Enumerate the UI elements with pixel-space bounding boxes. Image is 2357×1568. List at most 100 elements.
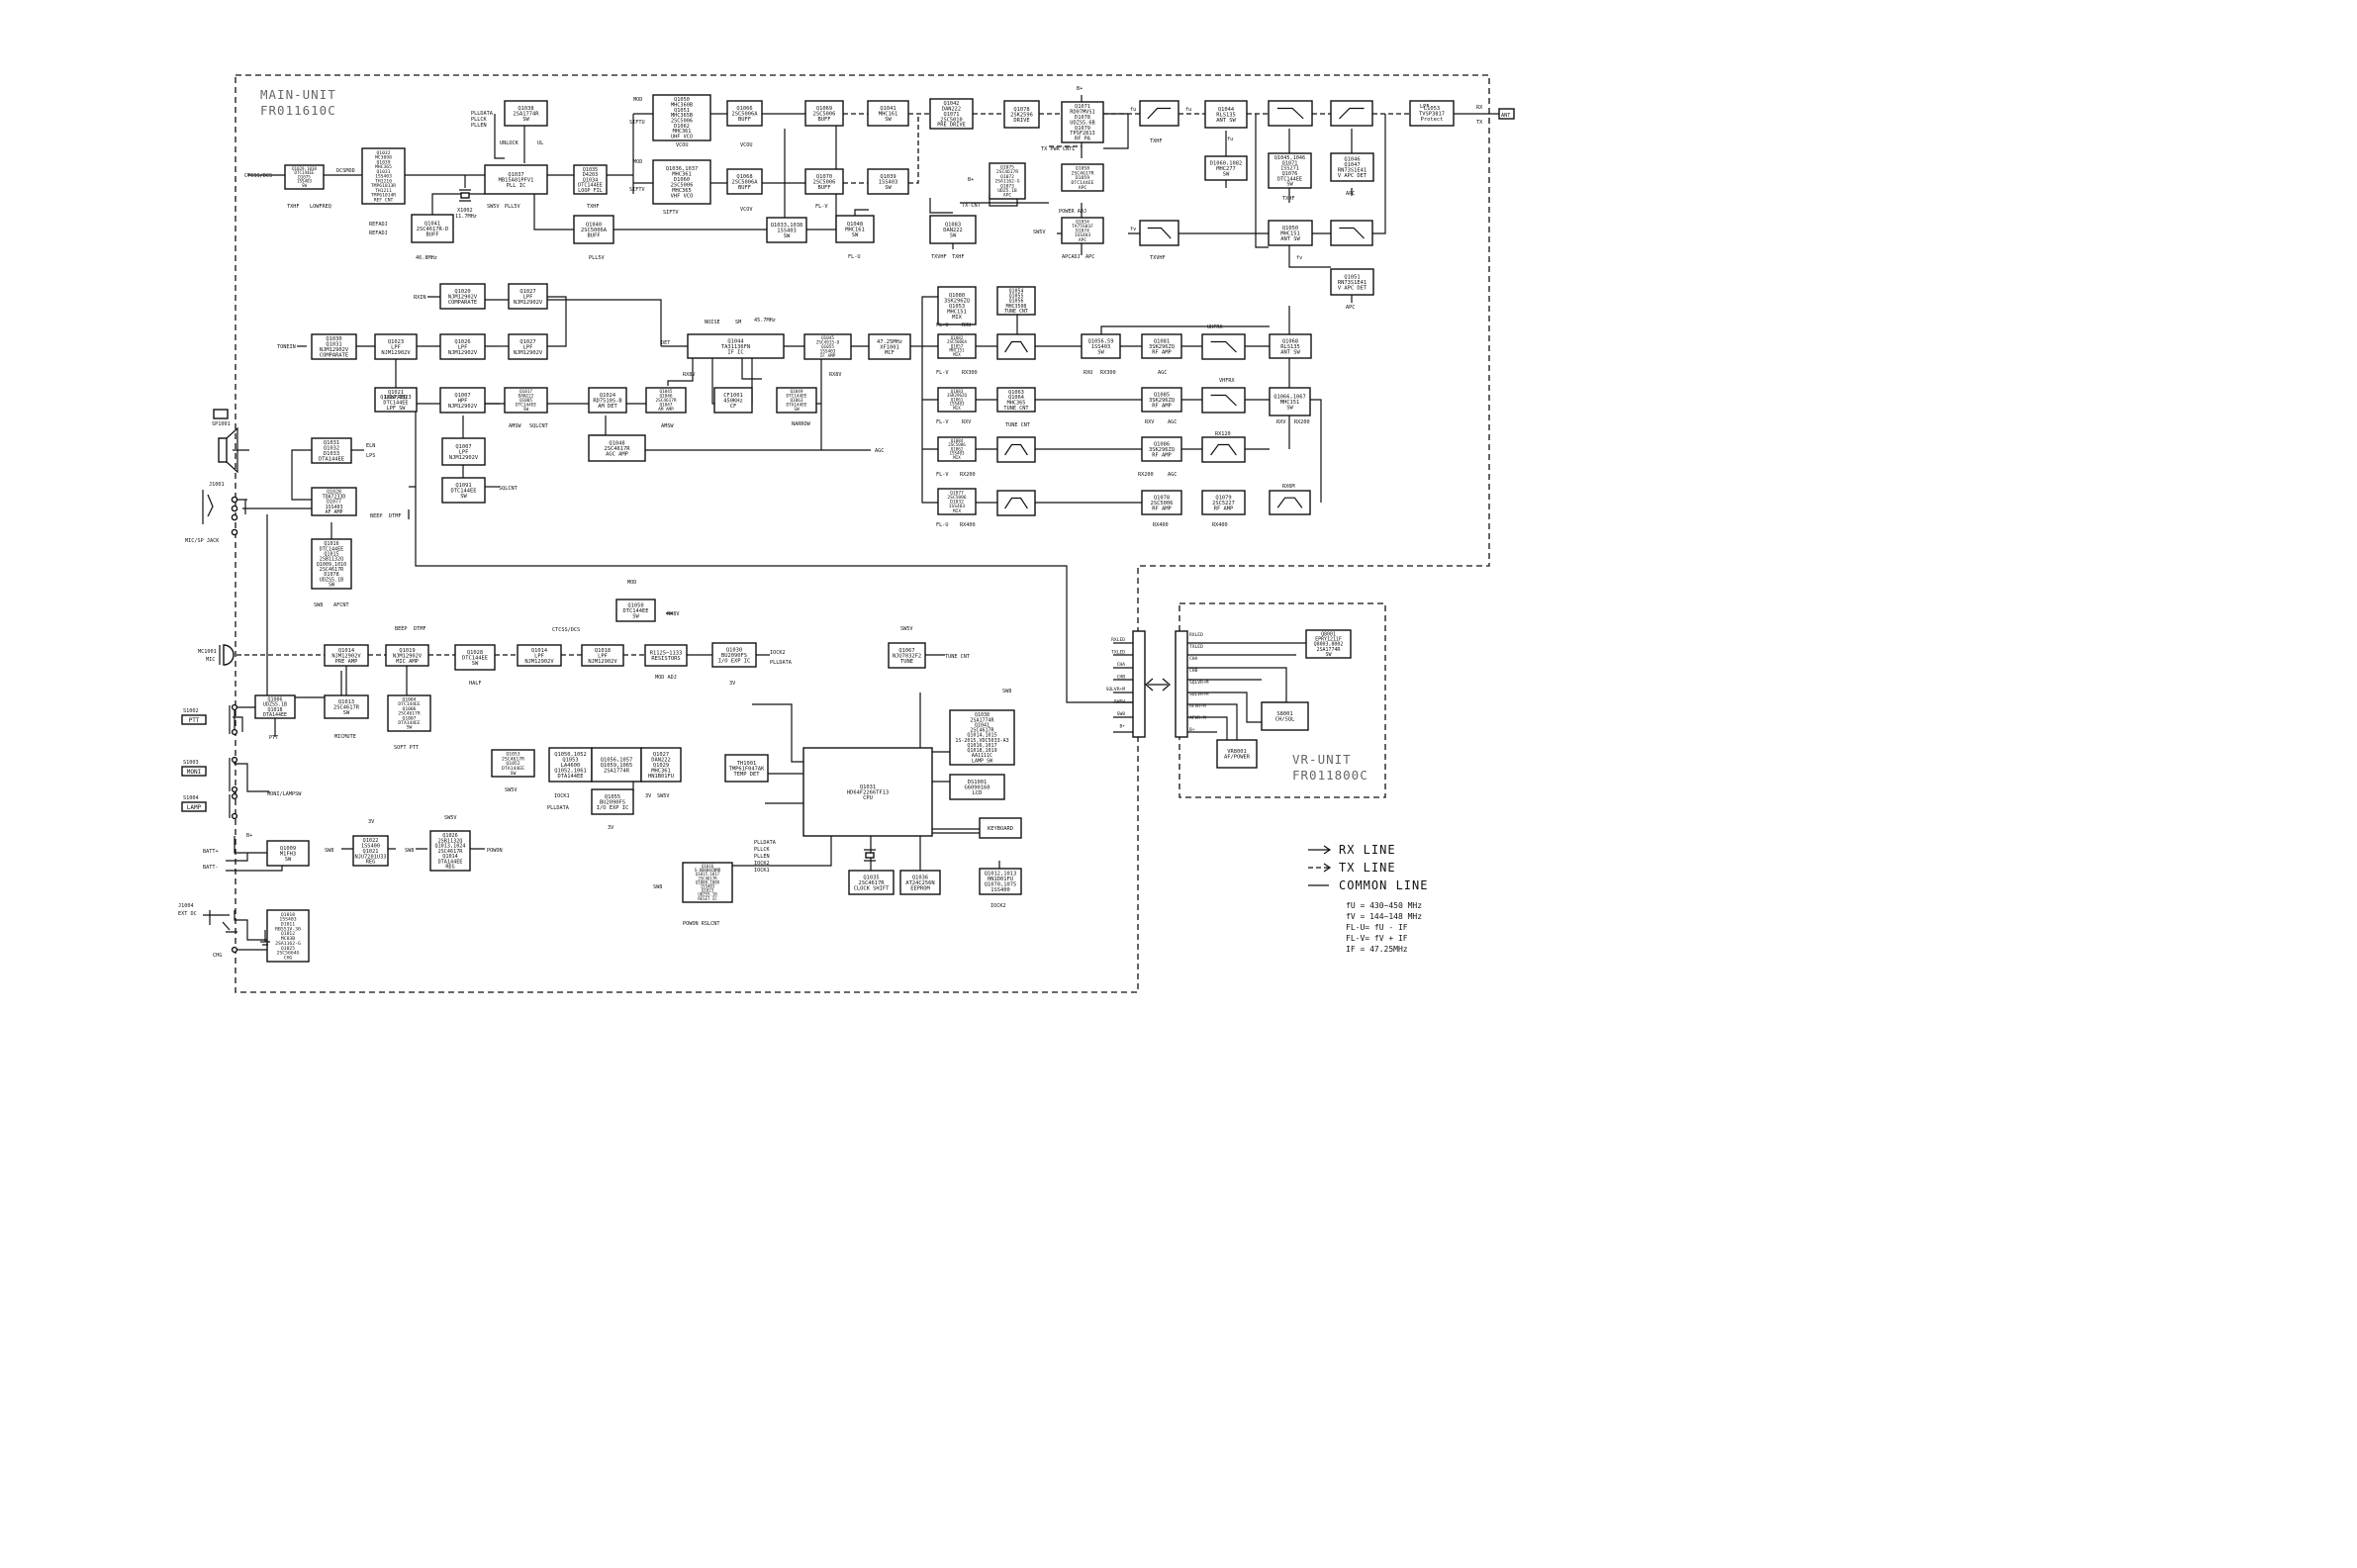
block-text: UDZS5.1B (320, 577, 343, 583)
block-text: LA4600 (561, 763, 580, 769)
block-frame (1204, 100, 1248, 129)
block-frame (504, 100, 548, 127)
block-text: SW (1326, 652, 1332, 658)
block-text: Q1048 (609, 440, 624, 446)
key-ref: S1002 (183, 708, 199, 714)
block-frame (385, 644, 429, 667)
block-text: IF AMP (820, 353, 836, 359)
sig-dtmf: DTMF (389, 513, 402, 519)
block-text: Q1039 (880, 174, 896, 180)
tx-label: TX (1476, 120, 1483, 126)
block-text: 2SA1774R (970, 717, 994, 723)
block-text: DTA144EE (787, 402, 807, 408)
block-frame (454, 644, 496, 671)
sig-rx8v3: RX8V (667, 611, 680, 617)
block-text: CHG (284, 955, 293, 961)
sig-fv2: fv (1296, 255, 1302, 261)
sig-apcadj: APCADJ (1062, 254, 1081, 260)
block-text: Q1045 (659, 389, 672, 395)
block-text: Q1082 (951, 335, 964, 340)
block-frame (374, 333, 418, 360)
block-text: LPF (391, 344, 401, 350)
block-text: AGC AMP (606, 451, 628, 457)
sig-batt2: BATT- (203, 865, 219, 871)
block-text: Q1071 (1075, 104, 1090, 110)
block-frame (508, 283, 548, 310)
mic-ref: MC1001 (198, 649, 217, 655)
block-text: 2SC5006 (671, 118, 693, 124)
sig-fu1: fu (1130, 107, 1136, 113)
block-text: MHC365 (375, 164, 392, 170)
block-text: Q1061 (951, 397, 964, 402)
block-frame (588, 387, 627, 414)
jack-label: MIC/SP JACK (185, 538, 220, 544)
block-text: RF AMP (1214, 506, 1233, 511)
block-text: TMP61014R (371, 193, 396, 199)
block-text: Q1050 (1282, 226, 1298, 231)
block-text: SW (1097, 349, 1104, 355)
block-text: 1SS403 (949, 504, 966, 509)
block-text: 2SC5006A (581, 228, 608, 233)
block-text: CF1001 (723, 393, 742, 399)
block-text: RD07MVS1 (1070, 110, 1094, 116)
block-text: Q1012,1013 (985, 872, 1016, 877)
block-text: Q8001 (1321, 632, 1336, 638)
sig-narrow: NARROW (792, 421, 811, 427)
block-text: Q1009,1010 (317, 562, 346, 568)
block-text: Q1017 (519, 389, 532, 395)
block-text: 1SS403 (701, 883, 715, 888)
block-text: TDA7233D (323, 495, 346, 501)
block-text: Q1029 (653, 763, 669, 769)
sig-siftv: SIFTV (629, 187, 645, 193)
block-text: DTC144EE (451, 488, 477, 494)
block-text: RN73S1E41 (1338, 280, 1367, 286)
block-text: M1FH3 (280, 851, 296, 857)
connector-pin-label: SQLVR+M (1106, 687, 1126, 692)
block-text: MIX (953, 455, 961, 460)
sig-vcou2: VCOU (740, 142, 753, 148)
block-text: Q1050 (674, 97, 690, 103)
block-frame (1201, 490, 1246, 515)
block-text: Q1078 (1013, 107, 1029, 113)
block-text: Q1035 (583, 167, 598, 173)
block-text: MHC360B (671, 103, 693, 109)
block-text: TA31136FN (721, 344, 750, 350)
sig-uhfrx: UHFRX (1207, 324, 1223, 330)
block-text: Q1018 (595, 648, 611, 654)
block-text: Q1029,1030 (292, 166, 318, 171)
block-frame (868, 333, 911, 360)
block-text: TVSP3817 (1419, 111, 1445, 117)
sig-3v: 3V (729, 681, 735, 687)
block-text: DAN222 (651, 757, 670, 763)
block-frame (1061, 101, 1104, 143)
block-text: AF/POWER (1224, 755, 1251, 761)
block-frame (254, 694, 296, 719)
sig-flv2: FL-V (936, 370, 949, 376)
block-text: ANT SW (1280, 349, 1300, 355)
block-text: CPU (863, 795, 873, 801)
sig-txhf3: TXHF (1150, 138, 1163, 144)
block-frame (581, 644, 624, 667)
block-text: Q1032 (376, 150, 390, 156)
block-frame (776, 387, 817, 414)
sig-rx120: RX120 (1215, 431, 1231, 437)
block-text: AA1111C (972, 753, 992, 759)
block-text: NJM12902V (393, 653, 423, 659)
block-text: Q1008,1009 (696, 879, 720, 884)
block-text: Q1036,1037 (666, 166, 698, 172)
block-frame (429, 830, 471, 872)
block-text: Q1027 (519, 339, 535, 345)
block-text: D1077 (327, 500, 341, 506)
block-frame (1409, 100, 1455, 127)
